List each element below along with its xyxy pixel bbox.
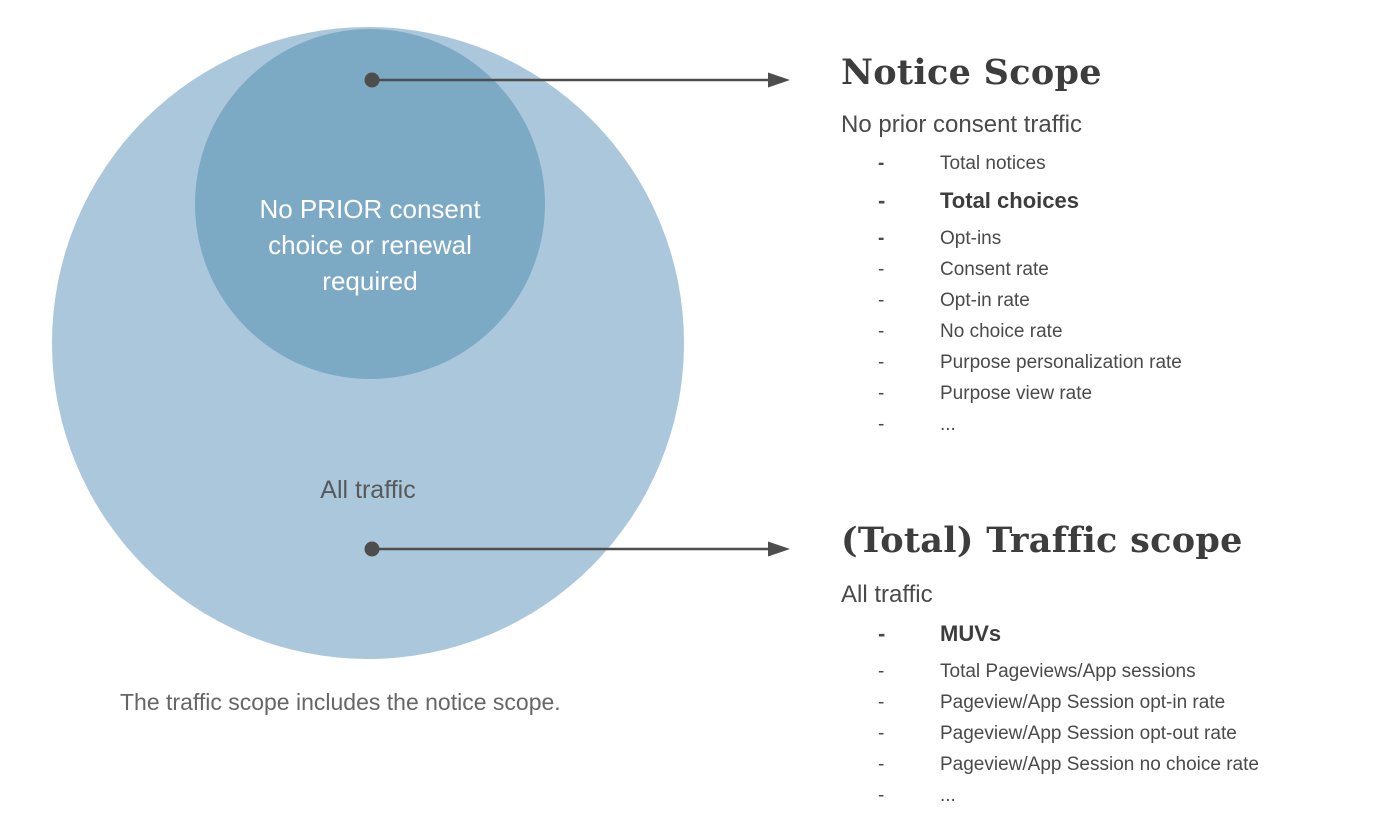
- metric-bullet: -: [878, 382, 885, 404]
- metric-label: No choice rate: [940, 320, 1063, 342]
- metric-bullet: -: [878, 188, 886, 213]
- metric-bullet: -: [878, 227, 885, 249]
- metric-bullet: -: [878, 784, 885, 806]
- metric-label: Opt-in rate: [940, 289, 1030, 311]
- metric-bullet: -: [878, 722, 885, 744]
- notice-scope-circle: [195, 29, 545, 379]
- notice-scope-circle-label: No PRIOR consent choice or renewal requi…: [259, 194, 481, 296]
- metric-label: Pageview/App Session no choice rate: [940, 753, 1259, 775]
- notice-scope-section: Notice Scope No prior consent traffic - …: [841, 52, 1361, 440]
- metric-label: Purpose view rate: [940, 382, 1093, 404]
- metric-item: - Purpose view rate: [841, 378, 1361, 409]
- metric-bullet: -: [878, 289, 885, 311]
- metric-item: - Pageview/App Session no choice rate: [841, 749, 1361, 780]
- traffic-scope-metric-list: - MUVs - Total Pageviews/App sessions - …: [841, 612, 1361, 811]
- metric-label: Pageview/App Session opt-out rate: [940, 722, 1237, 744]
- metric-item: - MUVs: [841, 612, 1361, 656]
- metric-item: - No choice rate: [841, 316, 1361, 347]
- metric-label: Consent rate: [940, 258, 1049, 280]
- arrow-head-icon: [768, 541, 790, 557]
- metric-label: MUVs: [940, 621, 1002, 646]
- metric-item: - Consent rate: [841, 254, 1361, 285]
- metric-item: - Total notices: [841, 148, 1361, 179]
- diagram-caption: The traffic scope includes the notice sc…: [120, 689, 561, 715]
- metric-label: Total Pageviews/App sessions: [940, 660, 1196, 682]
- metric-item: - Opt-ins: [841, 223, 1361, 254]
- metric-label: Total choices: [940, 188, 1079, 213]
- traffic-scope-subtitle: All traffic: [841, 581, 933, 608]
- metric-item: - Total Pageviews/App sessions: [841, 656, 1361, 687]
- metric-item: - ...: [841, 780, 1361, 811]
- metric-label: Pageview/App Session opt-in rate: [940, 691, 1226, 713]
- metric-bullet: -: [878, 351, 885, 373]
- traffic-scope-section: (Total) Traffic scope All traffic - MUVs…: [841, 520, 1361, 811]
- metric-bullet: -: [878, 413, 885, 435]
- traffic-scope-title: (Total) Traffic scope: [841, 520, 1243, 561]
- metric-item: - Opt-in rate: [841, 285, 1361, 316]
- metric-bullet: -: [878, 320, 885, 342]
- metric-label: Total notices: [940, 152, 1046, 174]
- metric-label: ...: [940, 413, 956, 435]
- metric-bullet: -: [878, 753, 885, 775]
- metric-item: - Purpose personalization rate: [841, 347, 1361, 378]
- notice-scope-metric-list: - Total notices - Total choices - Opt-in…: [841, 148, 1361, 440]
- traffic-scope-arrow: [364, 541, 790, 557]
- metric-bullet: -: [878, 660, 885, 682]
- metric-bullet: -: [878, 621, 886, 646]
- notice-scope-arrow: [364, 72, 790, 88]
- metric-item: - Total choices: [841, 179, 1361, 223]
- notice-scope-subtitle: No prior consent traffic: [841, 111, 1082, 138]
- metric-label: Opt-ins: [940, 227, 1002, 249]
- metric-bullet: -: [878, 691, 885, 713]
- metric-label: Purpose personalization rate: [940, 351, 1182, 373]
- traffic-scope-circle-label: All traffic: [320, 476, 416, 504]
- notice-scope-title: Notice Scope: [841, 52, 1102, 93]
- metric-bullet: -: [878, 152, 885, 174]
- metric-item: - ...: [841, 409, 1361, 440]
- metric-bullet: -: [878, 258, 885, 280]
- metric-item: - Pageview/App Session opt-out rate: [841, 718, 1361, 749]
- metric-label: ...: [940, 784, 956, 806]
- arrow-head-icon: [768, 72, 790, 88]
- metric-item: - Pageview/App Session opt-in rate: [841, 687, 1361, 718]
